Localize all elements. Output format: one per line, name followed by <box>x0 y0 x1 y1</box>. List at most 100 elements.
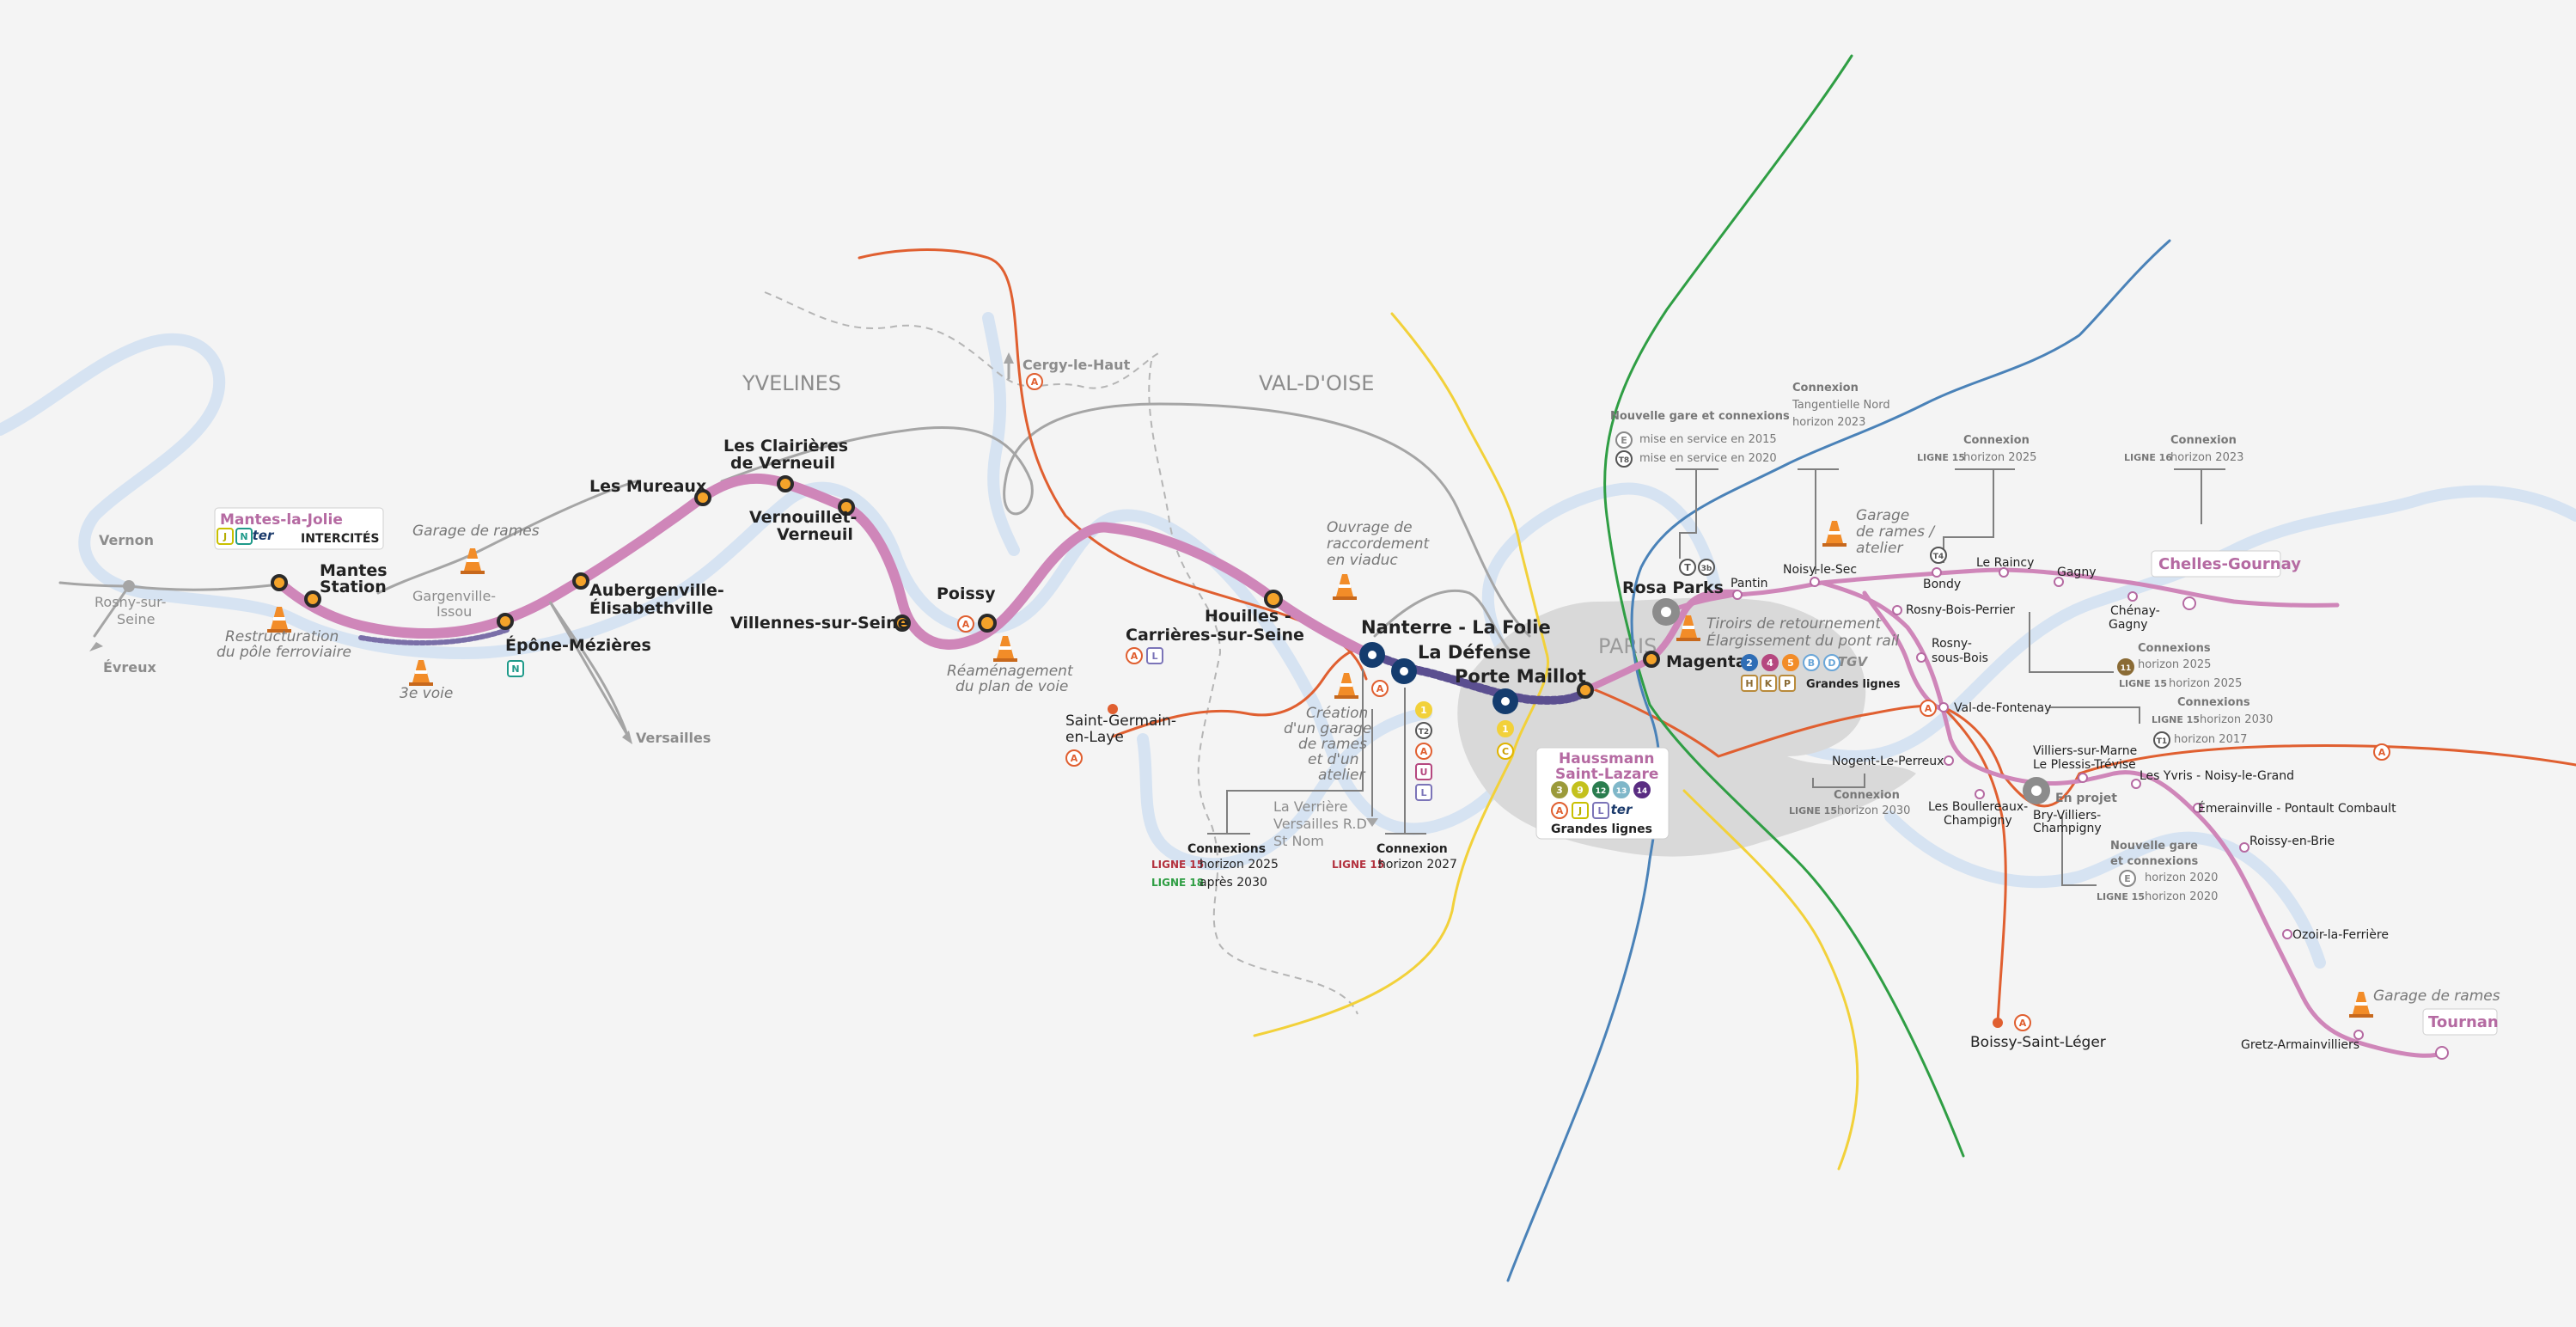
villiers-dot[interactable] <box>2078 773 2088 783</box>
aubergenville-label-2[interactable]: Élisabethville <box>589 598 713 618</box>
hub-stations <box>1359 642 1518 714</box>
rosny-bois-perrier-dot[interactable] <box>1892 605 1902 615</box>
villennes-dot[interactable] <box>894 615 911 632</box>
line-badge-12-icon: 12 <box>1592 781 1609 798</box>
grey-line-gargenville <box>376 480 638 595</box>
svg-text:T2: T2 <box>1419 728 1429 737</box>
la-defense-hub-center <box>1400 667 1408 676</box>
chenay-gagny-dot[interactable] <box>2127 591 2138 602</box>
saint-germain-dot[interactable] <box>1108 704 1118 714</box>
aubergenville-dot[interactable] <box>572 572 589 590</box>
rer-e-east-track <box>1582 589 1739 694</box>
garage-atelier-label-3: atelier <box>1856 540 1903 557</box>
chelles-label[interactable]: Chelles-Gournay <box>2158 555 2301 573</box>
pantin-label: Pantin <box>1731 577 1768 590</box>
tournan-dot[interactable] <box>2435 1046 2449 1060</box>
haussmann-dot[interactable] <box>1577 682 1594 699</box>
les-mureaux-label[interactable]: Les Mureaux <box>589 477 706 496</box>
pantin-dot[interactable] <box>1732 590 1743 600</box>
l15-2025-head: Connexion <box>1963 434 2030 447</box>
villennes-label[interactable]: Villennes-sur-Seine <box>730 614 909 633</box>
le-raincy-label: Le Raincy <box>1976 556 2034 570</box>
aubergenville-label-1[interactable]: Aubergenville- <box>589 581 724 600</box>
saint-germain-label-2[interactable]: en-Laye <box>1065 729 1124 746</box>
chenay-label-2: Gagny <box>2109 618 2147 632</box>
mantes-station-label-2[interactable]: Station <box>320 578 387 596</box>
l15-2025-year: horizon 2025 <box>1963 451 2036 464</box>
gretz-dot[interactable] <box>2353 1030 2364 1040</box>
mantes-station-dot[interactable] <box>304 590 321 608</box>
mise-2020-label: mise en service en 2020 <box>1639 452 1777 465</box>
grey-line-rosny <box>127 583 281 591</box>
svg-text:U: U <box>1420 767 1428 778</box>
magenta-label[interactable]: Magenta <box>1666 652 1747 671</box>
nanterre-label[interactable]: Nanterre - La Folie <box>1361 617 1551 638</box>
mantes-la-jolie-label[interactable]: Mantes-la-Jolie <box>220 511 343 529</box>
rosny-bois-perrier-label: Rosny-Bois-Perrier <box>1906 603 2015 617</box>
line-badge-a-icon: A <box>2373 743 2390 761</box>
bondy-dot[interactable] <box>1932 567 1942 578</box>
tournan-label[interactable]: Tournan <box>2428 1013 2499 1031</box>
nogent-dot[interactable] <box>1944 755 1954 766</box>
garage-rames-east-label: Garage de rames <box>2373 988 2500 1005</box>
mantes-la-jolie-dot[interactable] <box>271 574 288 591</box>
clairieres-dot[interactable] <box>777 475 794 492</box>
houilles-label-2[interactable]: Carrières-sur-Seine <box>1126 626 1304 645</box>
epone-dot[interactable] <box>497 613 514 630</box>
nogent-label: Nogent-Le-Perreux <box>1832 755 1944 768</box>
magenta-dot[interactable] <box>1643 651 1660 668</box>
clairieres-label-2[interactable]: de Verneuil <box>730 454 835 473</box>
boissy-dot[interactable] <box>1993 1018 2003 1028</box>
svg-text:A: A <box>1420 746 1428 757</box>
bondy-label: Bondy <box>1923 578 1961 591</box>
chelles-dot[interactable] <box>2182 596 2196 610</box>
evreux-label: Évreux <box>103 659 156 676</box>
line-badge-c-icon: C <box>1497 743 1514 760</box>
les-mureaux-dot[interactable] <box>694 489 711 506</box>
ozoir-dot[interactable] <box>2282 929 2292 939</box>
svg-text:TGV: TGV <box>1838 654 1869 670</box>
line-badge-n-icon: N <box>235 528 253 545</box>
rosny-sur-seine-dot[interactable] <box>123 580 135 592</box>
saint-germain-label-1[interactable]: Saint-Germain- <box>1065 712 1176 730</box>
gagny-dot[interactable] <box>2054 577 2064 587</box>
la-verriere-label-1: La Verrière <box>1273 798 1348 815</box>
line-badge-1-icon: 1 <box>1497 720 1514 737</box>
vernouillet-label-1[interactable]: Vernouillet- <box>749 508 857 527</box>
line-badge-2-icon: 2 <box>1741 654 1758 671</box>
poissy-label[interactable]: Poissy <box>937 584 996 603</box>
val-de-fontenay-dot[interactable] <box>1938 702 1949 712</box>
houilles-label-1[interactable]: Houilles - <box>1205 607 1291 626</box>
emerainville-label: Émerainville - Pontault Combault <box>2198 801 2396 816</box>
porte-maillot-label[interactable]: Porte Maillot <box>1455 666 1586 687</box>
epone-label[interactable]: Épône-Mézières <box>505 635 651 655</box>
rosa-parks-label[interactable]: Rosa Parks <box>1622 578 1724 597</box>
noisy-le-sec-label: Noisy-le-Sec <box>1783 563 1857 577</box>
gretz-label: Gretz-Armainvilliers <box>2241 1038 2359 1052</box>
clairieres-label-1[interactable]: Les Clairières <box>723 437 848 456</box>
reamenagement-label-1: Réaménagement <box>947 663 1074 680</box>
noisy-le-sec-dot[interactable] <box>1810 577 1820 587</box>
poissy-dot[interactable] <box>978 614 997 633</box>
haussmann-label-2: Saint-Lazare <box>1555 766 1658 783</box>
svg-text:T4: T4 <box>1933 553 1944 561</box>
boullereaux-dot[interactable] <box>1975 789 1985 799</box>
vernouillet-label-2[interactable]: Verneuil <box>777 525 853 544</box>
les-yvris-dot[interactable] <box>2131 779 2141 789</box>
line-badge-ter-icon: ter <box>253 528 275 543</box>
houilles-dot[interactable] <box>1264 590 1283 608</box>
mantes-station-label-1[interactable]: Mantes <box>320 561 388 580</box>
vernouillet-dot[interactable] <box>838 498 855 516</box>
svg-text:ter: ter <box>253 528 275 543</box>
roissy-dot[interactable] <box>2239 842 2249 853</box>
haussmann-label-1: Haussmann <box>1559 750 1654 767</box>
emerainville-dot[interactable] <box>2193 803 2203 813</box>
tangentielle-label-1: Connexion <box>1792 382 1859 394</box>
conn-bry-4: horizon 2020 <box>2145 890 2218 903</box>
rosny-sous-bois-dot[interactable] <box>1916 652 1926 663</box>
les-yvris-label: Les Yvris - Noisy-le-Grand <box>2140 769 2294 783</box>
la-defense-label[interactable]: La Défense <box>1418 642 1531 663</box>
le-raincy-dot[interactable] <box>1999 567 2009 578</box>
versailles-label: Versailles <box>636 730 711 746</box>
boullereaux-label-1: Les Boullereaux- <box>1928 800 2028 814</box>
